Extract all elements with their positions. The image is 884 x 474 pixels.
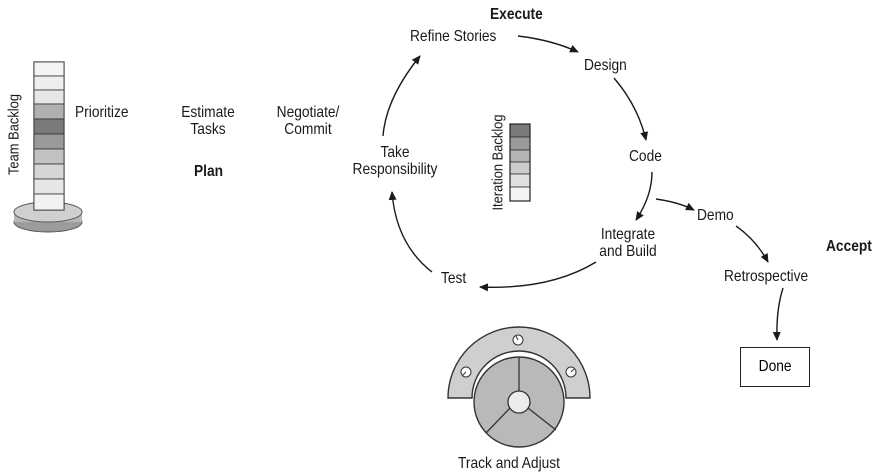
refine-stories-label: Refine Stories: [410, 28, 497, 45]
code-label: Code: [629, 148, 662, 165]
test-label: Test: [441, 270, 467, 287]
retrospective-label: Retrospective: [724, 268, 809, 285]
track-and-adjust-label: Track and Adjust: [458, 455, 560, 472]
done-label: Done: [758, 358, 792, 375]
team-backlog-stack: [13, 61, 83, 233]
accept-arrows: [655, 198, 784, 341]
team-backlog-label: Team Backlog: [5, 93, 23, 176]
take-responsibility-label: Take Responsibility: [352, 144, 438, 178]
accept-title: Accept: [826, 238, 872, 255]
iteration-backlog-stack: [509, 123, 531, 202]
track-and-adjust-gauge: [447, 326, 591, 448]
plan-title: Plan: [194, 163, 224, 180]
negotiate-commit-label: Negotiate/ Commit: [276, 104, 340, 138]
execute-title: Execute: [490, 6, 543, 23]
estimate-tasks-label: Estimate Tasks: [181, 104, 235, 138]
done-box: Done: [740, 347, 810, 387]
demo-label: Demo: [697, 207, 734, 224]
design-label: Design: [584, 57, 627, 74]
integrate-build-label: Integrate and Build: [599, 226, 657, 260]
iteration-backlog-label: Iteration Backlog: [489, 114, 507, 211]
prioritize-label: Prioritize: [75, 104, 129, 121]
execute-cycle-arrows: [382, 35, 653, 292]
